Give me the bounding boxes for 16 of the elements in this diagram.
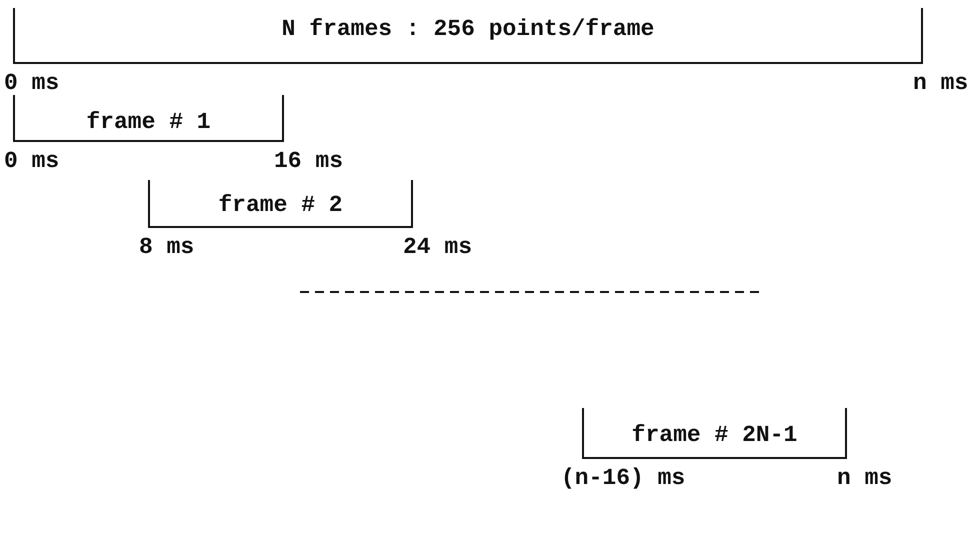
time-bracket [13, 8, 923, 64]
time-bracket [148, 180, 413, 228]
frame-label: frame # 1 [85, 108, 212, 137]
frame-label: frame # 2N-1 [630, 421, 798, 450]
time-bracket [582, 408, 847, 459]
time-label: 0 ms [4, 147, 60, 176]
frame-label: frame # 2 [217, 191, 344, 220]
time-label: n ms [837, 464, 892, 493]
time-label: 0 ms [4, 69, 60, 98]
time-label: (n-16) ms [561, 464, 686, 493]
time-bracket [13, 95, 284, 142]
time-label: 24 ms [403, 233, 472, 262]
time-label: 8 ms [139, 233, 194, 262]
frame-label: N frames : 256 points/frame [280, 15, 656, 44]
time-label: n ms [913, 69, 968, 98]
time-label: 16 ms [274, 147, 344, 176]
